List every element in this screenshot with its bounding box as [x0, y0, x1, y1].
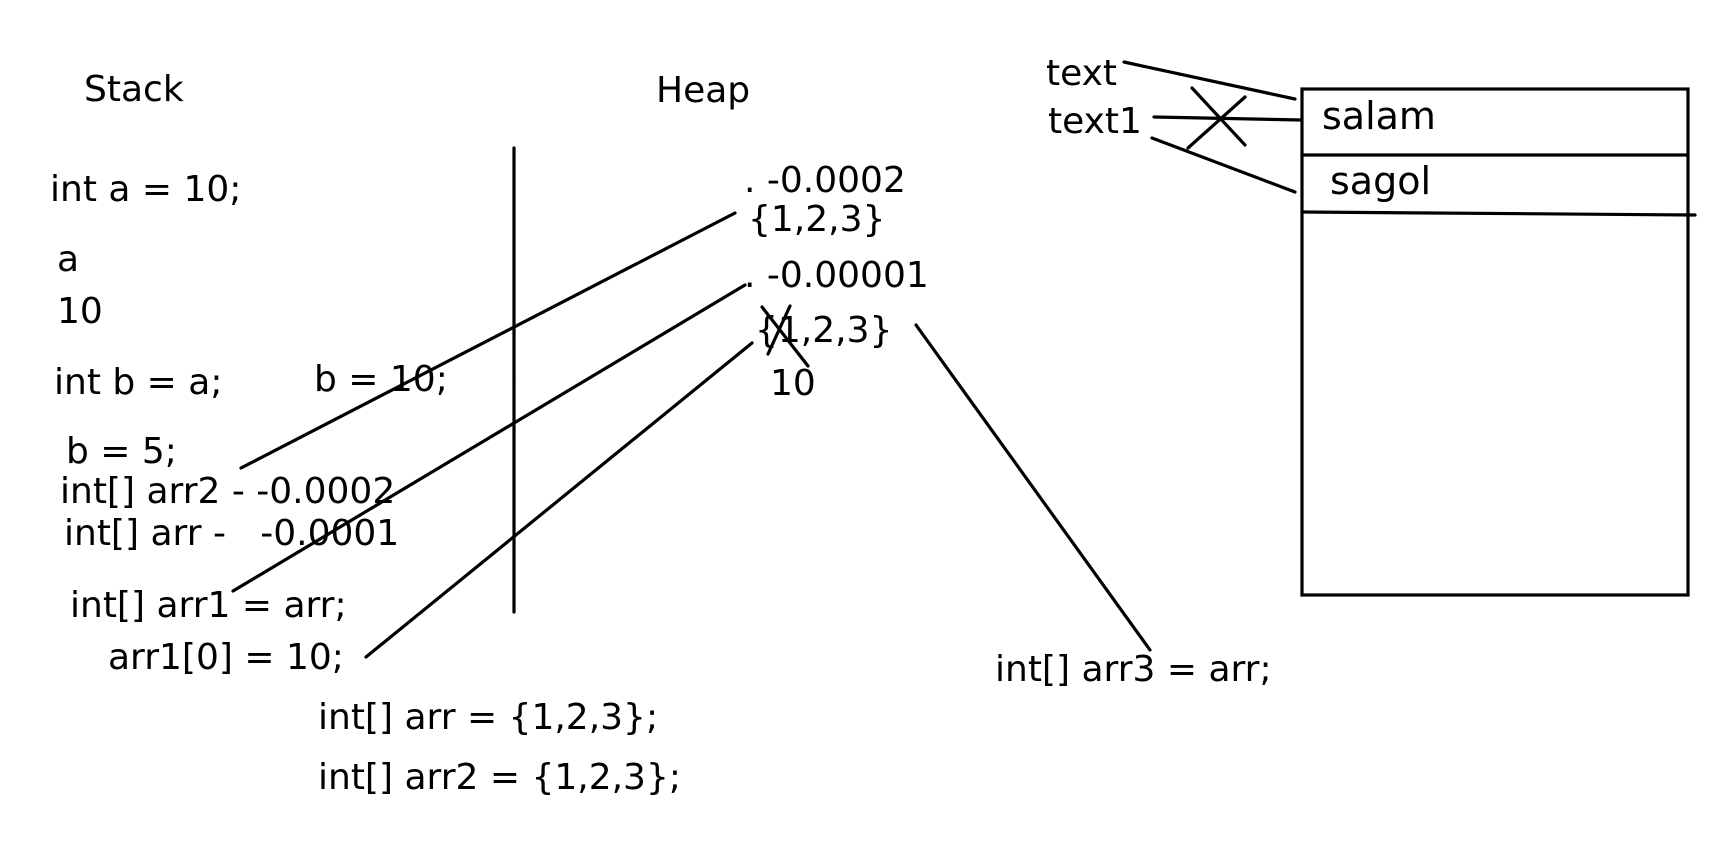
stack-line: int[] arr2 - -0.0002 [60, 471, 396, 512]
text1-sagol-reference-line [1150, 136, 1297, 194]
declaration: int[] arr3 = arr; [995, 649, 1272, 690]
heap-line: {1,2,3} [748, 199, 886, 240]
heap-line: {1,2,3} [755, 310, 893, 351]
string-pool-item: salam [1322, 94, 1436, 138]
stack-line: int[] arr - -0.0001 [64, 513, 400, 554]
arr3-pointer-line [914, 323, 1152, 652]
stack-line: a [57, 239, 80, 280]
declaration: int[] arr2 = {1,2,3}; [318, 757, 681, 798]
text-reference-line [1122, 60, 1297, 101]
heap-line: . -0.0002 [744, 160, 906, 201]
stack-line: int b = a; [54, 362, 223, 403]
arr1-index-pointer-line [364, 341, 754, 659]
stack-line: b = 5; [66, 431, 177, 472]
arr1-pointer-line [231, 283, 747, 593]
cross-mark [1186, 95, 1247, 150]
stack-line: 10 [57, 291, 103, 332]
arr2-pointer-line [239, 211, 737, 470]
stack-line: int a = 10; [50, 169, 242, 210]
declaration: int[] arr = {1,2,3}; [318, 697, 659, 738]
cross-mark [766, 304, 792, 356]
stack-line: arr1[0] = 10; [108, 637, 344, 678]
stack-line: int[] arr1 = arr; [70, 585, 347, 626]
heap-line: 10 [770, 363, 816, 404]
string-ref: text1 [1048, 101, 1142, 142]
stack-heading: Stack [84, 69, 184, 110]
string-ref: text [1046, 53, 1118, 94]
cross-mark [760, 305, 810, 368]
heap-heading: Heap [656, 70, 751, 111]
string-pool-box [1300, 87, 1690, 597]
text1-reference-line [1152, 115, 1302, 122]
string-pool-item: sagol [1330, 159, 1432, 203]
stack-line: b = 10; [314, 359, 448, 400]
cross-mark [1190, 86, 1247, 147]
pool-divider [1300, 210, 1697, 217]
heap-line: . -0.00001 [744, 255, 929, 296]
